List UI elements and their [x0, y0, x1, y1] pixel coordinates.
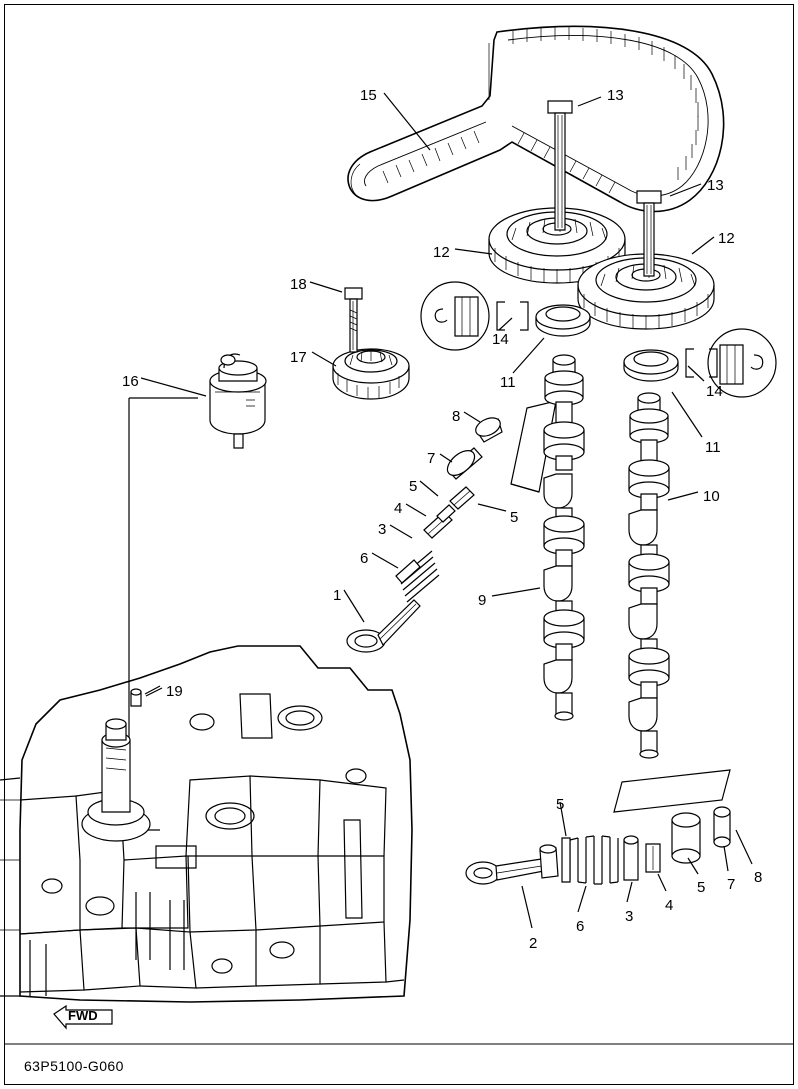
callout-number: 6 [360, 550, 369, 567]
callout-number: 13 [707, 177, 724, 194]
callout-number: 16 [122, 373, 139, 390]
callout-number: 17 [290, 349, 307, 366]
callout-number: 8 [452, 408, 461, 425]
callout-number: 15 [360, 87, 377, 104]
sprocket-bolt-right [636, 190, 662, 277]
gear-bolt-18 [344, 287, 363, 353]
detail-bubble-right [685, 328, 777, 398]
callout-number: 19 [166, 683, 183, 700]
callout-number: 5 [556, 796, 565, 813]
camshaft-right-10 [628, 392, 670, 759]
callout-number: 5 [510, 509, 519, 526]
callout-number: 12 [718, 230, 735, 247]
callout-number: 4 [665, 897, 674, 914]
callout-number: 4 [394, 500, 403, 517]
valve-assembly-lower [465, 806, 731, 885]
page-border [4, 4, 794, 1085]
callout-number: 3 [625, 908, 634, 925]
bearing-left-14 [535, 304, 591, 337]
callout-number: 11 [705, 439, 721, 456]
callout-number: 6 [576, 918, 585, 935]
fwd-arrow [53, 1004, 113, 1030]
callout-number: 7 [727, 876, 736, 893]
fwd-direction-label: FWD [68, 1008, 98, 1023]
callout-number: 7 [427, 450, 436, 467]
camshaft-sprocket-right [577, 253, 715, 330]
part-code-label: 63P5100-G060 [24, 1058, 124, 1074]
callout-number: 5 [697, 879, 706, 896]
callout-number: 11 [500, 374, 516, 391]
callout-number: 9 [478, 592, 487, 609]
callout-number: 12 [433, 244, 450, 261]
detail-bubble-left [420, 281, 529, 351]
sensor-assembly-16 [209, 353, 267, 449]
callout-number: 1 [333, 587, 342, 604]
cylinder-block [0, 645, 413, 1003]
callout-number: 5 [409, 478, 418, 495]
callout-number: 10 [703, 488, 720, 505]
driven-gear-17 [332, 348, 410, 400]
sprocket-bolt-left [547, 100, 573, 231]
callout-number: 14 [706, 383, 723, 400]
callout-number: 18 [290, 276, 307, 293]
callout-number: 14 [492, 331, 509, 348]
bearing-right-14 [623, 349, 679, 382]
camshaft-left-9 [543, 354, 585, 721]
leader-lines [140, 92, 753, 929]
callout-number: 2 [529, 935, 538, 952]
callout-number: 13 [607, 87, 624, 104]
callout-number: 3 [378, 521, 387, 538]
callout-number: 8 [754, 869, 763, 886]
valve-assembly-upper [346, 400, 557, 653]
dowel-pin-19 [130, 685, 161, 707]
